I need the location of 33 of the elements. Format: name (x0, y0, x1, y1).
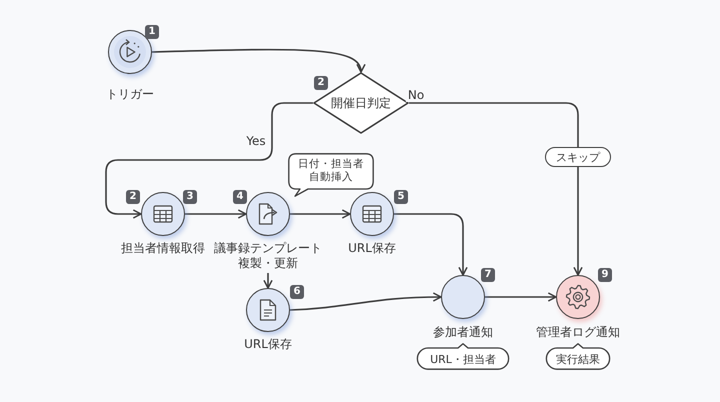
arrow (152, 48, 364, 73)
arrow (485, 292, 557, 302)
arrow (394, 213, 468, 276)
arrow (185, 209, 247, 219)
step-label: URL保存 (244, 337, 292, 352)
step-label: 参加者通知 (433, 325, 493, 340)
step-number: 9 (598, 268, 612, 282)
step-number: 5 (394, 190, 408, 204)
step-number: 1 (145, 25, 159, 39)
arrow (105, 102, 313, 219)
decision-label: 開催日判定 (331, 94, 391, 112)
bubble-text: URL・担当者 (430, 352, 496, 366)
step-label: 議事録テンプレート複製・更新 (213, 241, 323, 271)
step-number: 6 (290, 285, 304, 299)
step-label: URL保存 (348, 241, 396, 256)
connector-line (409, 102, 579, 147)
step-label: 担当者情報取得 (121, 241, 205, 256)
step-number: 2 (314, 76, 328, 90)
arrow (290, 292, 442, 311)
step-number: 7 (481, 268, 495, 282)
arrow (263, 273, 273, 289)
step-label: 管理者ログ通知 (536, 325, 620, 340)
step-pill: スキップ (545, 147, 611, 167)
bubble-text: 日付・担当者自動挿入 (298, 158, 364, 184)
edge-label: Yes (244, 134, 268, 148)
step-number: 4 (233, 190, 247, 204)
arrow (573, 167, 583, 276)
step-number: 3 (183, 190, 197, 204)
edge-label: No (406, 88, 426, 102)
step-number: 2 (126, 190, 140, 204)
step-label: トリガー (106, 87, 154, 102)
bubble-text: 実行結果 (556, 352, 600, 366)
arrow (290, 209, 351, 219)
